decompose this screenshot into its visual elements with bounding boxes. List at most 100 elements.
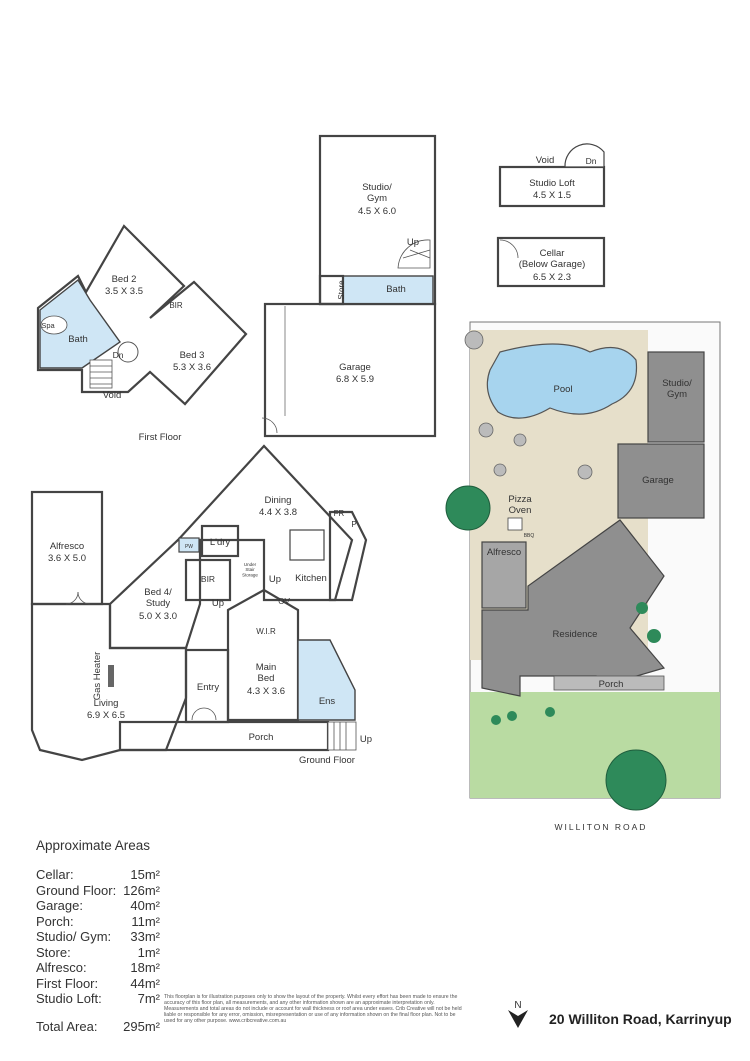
site-garage	[617, 443, 705, 519]
loft-cellar-block	[496, 143, 606, 288]
kitchen-label: Kitchen	[295, 573, 327, 584]
areas-total-label: Total Area:	[36, 1018, 98, 1034]
pw-label: PW	[185, 544, 193, 550]
studio-loft-room	[498, 165, 606, 208]
compass-label: N	[514, 1000, 521, 1011]
area-row-label: Studio/ Gym:	[36, 929, 112, 944]
ground-floor-label: Ground Floor	[299, 755, 355, 766]
bath-ff-label: Bath	[68, 334, 88, 345]
entry-stair-block	[184, 558, 232, 602]
laundry-room	[200, 524, 240, 558]
north-arrow-icon	[508, 1010, 528, 1028]
dn-top-label: Dn	[586, 156, 597, 166]
areas-total-row: Total Area: 295m²	[36, 1019, 160, 1035]
site-porch	[553, 675, 665, 691]
void-ff-label: Void	[103, 390, 122, 401]
void-top-label: Void	[536, 155, 555, 166]
tree	[605, 749, 667, 811]
ens-label: Ens	[319, 696, 336, 707]
area-row-label: Studio Loft:	[36, 991, 102, 1006]
dining-name: Dining	[265, 495, 292, 506]
bed3-name: Bed 3	[180, 350, 205, 361]
area-row-label: Porch:	[36, 913, 74, 929]
spiral-stair	[397, 239, 431, 269]
front-lawn	[470, 692, 720, 798]
porch-area	[118, 720, 330, 752]
gas-heater	[108, 665, 114, 687]
studio-gym-size: 4.5 X 6.0	[358, 206, 396, 217]
shrub	[577, 464, 593, 480]
area-row-value: 11m²	[131, 913, 160, 929]
shrub	[493, 463, 507, 477]
alfresco-name: Alfresco	[50, 541, 84, 552]
area-row: Alfresco:18m²	[36, 960, 160, 976]
bed2-name: Bed 2	[112, 274, 137, 285]
area-row-value: 44m²	[130, 975, 160, 991]
north-arrow: N	[508, 1000, 528, 1028]
area-row-value: 15m²	[130, 867, 160, 882]
dining-kitchen	[175, 444, 354, 602]
spa-bath	[40, 315, 68, 335]
areas-title: Approximate Areas	[36, 838, 151, 853]
spa-label: Spa	[41, 321, 55, 330]
gas-heater-label: Gas Heater	[92, 652, 103, 701]
alfresco-size: 3.6 X 5.0	[48, 553, 86, 564]
area-row-label: Ground Floor:	[36, 882, 117, 898]
p-label: P	[351, 520, 356, 529]
area-row-value: 1m²	[137, 944, 160, 960]
area-row-value: 126m²	[123, 882, 160, 898]
ov-label: OV	[278, 597, 290, 606]
area-row-label: Garage:	[36, 898, 83, 913]
area-row-label: Store:	[36, 944, 71, 960]
ldry-label: L'dry	[210, 537, 231, 548]
site-plan	[445, 321, 721, 811]
site-porch-label: Porch	[599, 679, 624, 690]
up-gf1-label: Up	[269, 574, 281, 585]
shrub	[507, 711, 517, 721]
porch-steps	[327, 721, 357, 751]
bir-ff-label: BIR	[169, 301, 183, 310]
studio-gym-name: Studio/Gym	[362, 182, 392, 204]
site-garage-label: Garage	[642, 475, 674, 486]
ensuite-room	[297, 639, 356, 721]
street-label: WILLITON ROAD	[555, 822, 648, 832]
garage-name: Garage	[339, 362, 371, 373]
property-address: 20 Williton Road, Karrinyup	[549, 1011, 732, 1027]
area-row-label: Alfresco:	[36, 960, 87, 975]
pizza-oven-shape	[507, 517, 523, 531]
dn-ff-label: Dn	[113, 350, 124, 360]
porch-label: Porch	[249, 732, 274, 743]
loft-spiral-stair	[564, 143, 605, 168]
up-gf2-label: Up	[212, 598, 224, 609]
site-alfresco	[481, 541, 527, 609]
studio-garage-block	[261, 134, 437, 438]
shrub	[636, 602, 648, 614]
ff-stair	[89, 359, 113, 389]
powder-room	[178, 537, 200, 553]
area-row: Studio/ Gym: 33m²	[36, 929, 160, 945]
area-row: Ground Floor: 126m²	[36, 883, 160, 899]
garage-size: 6.8 X 5.9	[336, 374, 374, 385]
first-floor-plan	[36, 224, 248, 406]
cellar-name: Cellar(Below Garage)	[519, 248, 586, 270]
area-row-label: First Floor:	[36, 975, 99, 991]
area-row-value: 33m²	[130, 929, 160, 944]
area-row: First Floor: 44m²	[36, 976, 160, 992]
bed2-size: 3.5 X 3.5	[105, 286, 143, 297]
area-row-value: 7m²	[137, 991, 160, 1006]
garage-room	[263, 302, 437, 438]
site-residence-label: Residence	[553, 629, 598, 640]
living-size: 6.9 X 6.5	[87, 710, 125, 721]
area-row: Porch: 11m²	[36, 914, 160, 930]
bath-studio-label: Bath	[386, 284, 406, 295]
area-row-value: 40m²	[130, 898, 160, 913]
bir-gf-label: BIR	[201, 574, 215, 584]
dining-size: 4.4 X 3.8	[259, 507, 297, 518]
bed3-size: 5.3 X 3.6	[173, 362, 211, 373]
studio-loft-size: 4.5 X 1.5	[533, 190, 571, 201]
